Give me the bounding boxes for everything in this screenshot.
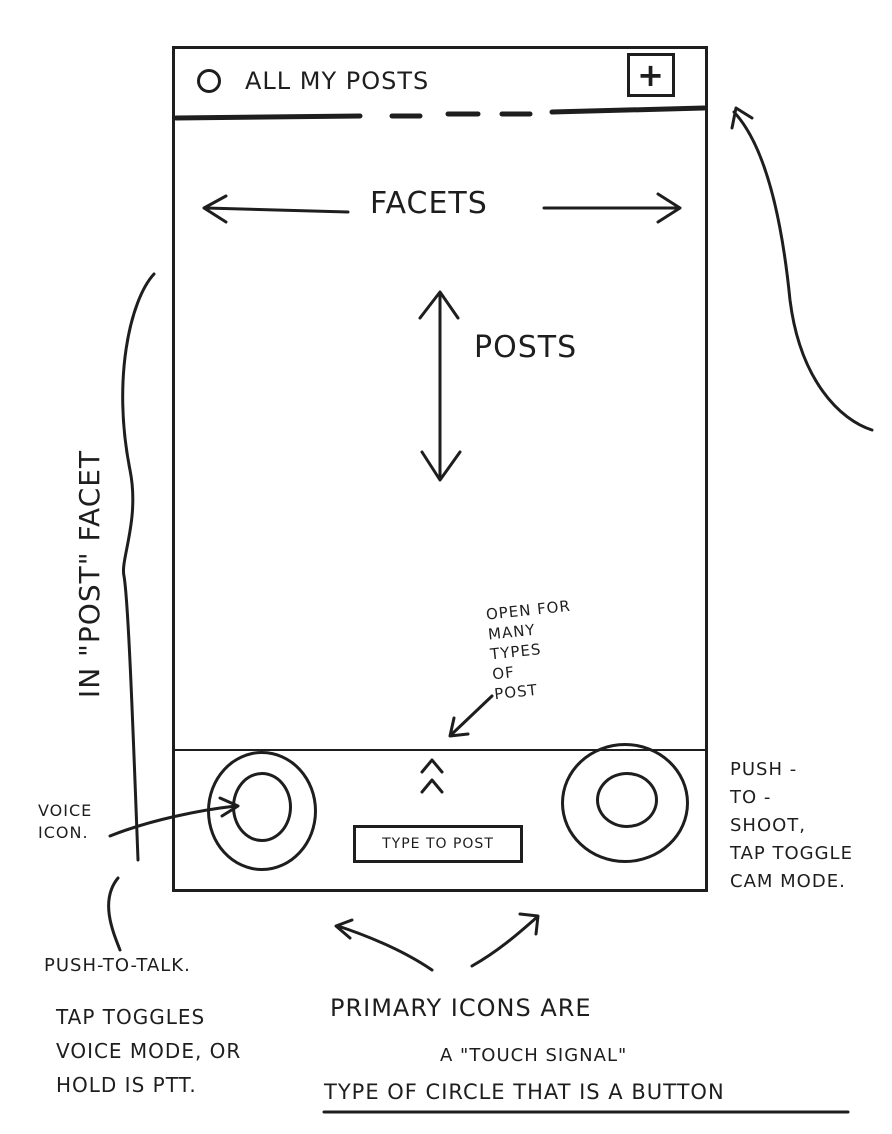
double-chevron-up-icon (420, 758, 444, 794)
open-for-arrow (448, 694, 494, 738)
camera-circle-icon[interactable] (561, 743, 689, 863)
voice-pointer-tail (107, 876, 122, 952)
header-divider-dash-4 (549, 105, 707, 115)
header-title: ALL MY POSTS (245, 67, 430, 95)
circle-icon[interactable] (197, 69, 221, 93)
app-header: ALL MY POSTS + (175, 49, 705, 111)
header-divider (173, 113, 363, 121)
primary-icons-arrow-right (470, 912, 540, 968)
facets-right-arrow (542, 192, 682, 224)
type-to-post-input[interactable]: TYPE TO POST (353, 825, 523, 863)
voice-pointer (108, 796, 240, 838)
plus-icon[interactable]: + (627, 53, 675, 97)
in-post-facet-label: IN "POST" FACET (73, 449, 106, 699)
primary-icons-arrow-left (334, 918, 434, 972)
facets-label: FACETS (370, 186, 488, 221)
camera-inner-ring (596, 772, 658, 828)
tap-toggles-voice-label: TAP TOGGLES VOICE MODE, OR HOLD IS PTT. (56, 1005, 242, 1097)
right-annotation-curve (730, 106, 874, 432)
facets-left-arrow (202, 194, 350, 224)
open-for-label: OPEN FOR MANY TYPES OF POST (485, 596, 572, 704)
bottom-bar: TYPE TO POST (175, 743, 705, 891)
circle-button-label: TYPE OF CIRCLE THAT IS A BUTTON (324, 1080, 725, 1104)
touch-signal-label: A "TOUCH SIGNAL" (440, 1045, 628, 1066)
voice-icon-label: VOICE ICON. (38, 801, 93, 842)
push-to-shoot-label: PUSH - TO - SHOOT, TAP TOGGLE CAM MODE. (730, 759, 853, 892)
posts-label: POSTS (474, 330, 578, 365)
push-to-talk-label: PUSH-TO-TALK. (44, 955, 191, 976)
post-facet-brace (121, 272, 156, 862)
posts-vertical-arrow (418, 290, 462, 482)
primary-icons-label: PRIMARY ICONS ARE (330, 994, 592, 1022)
